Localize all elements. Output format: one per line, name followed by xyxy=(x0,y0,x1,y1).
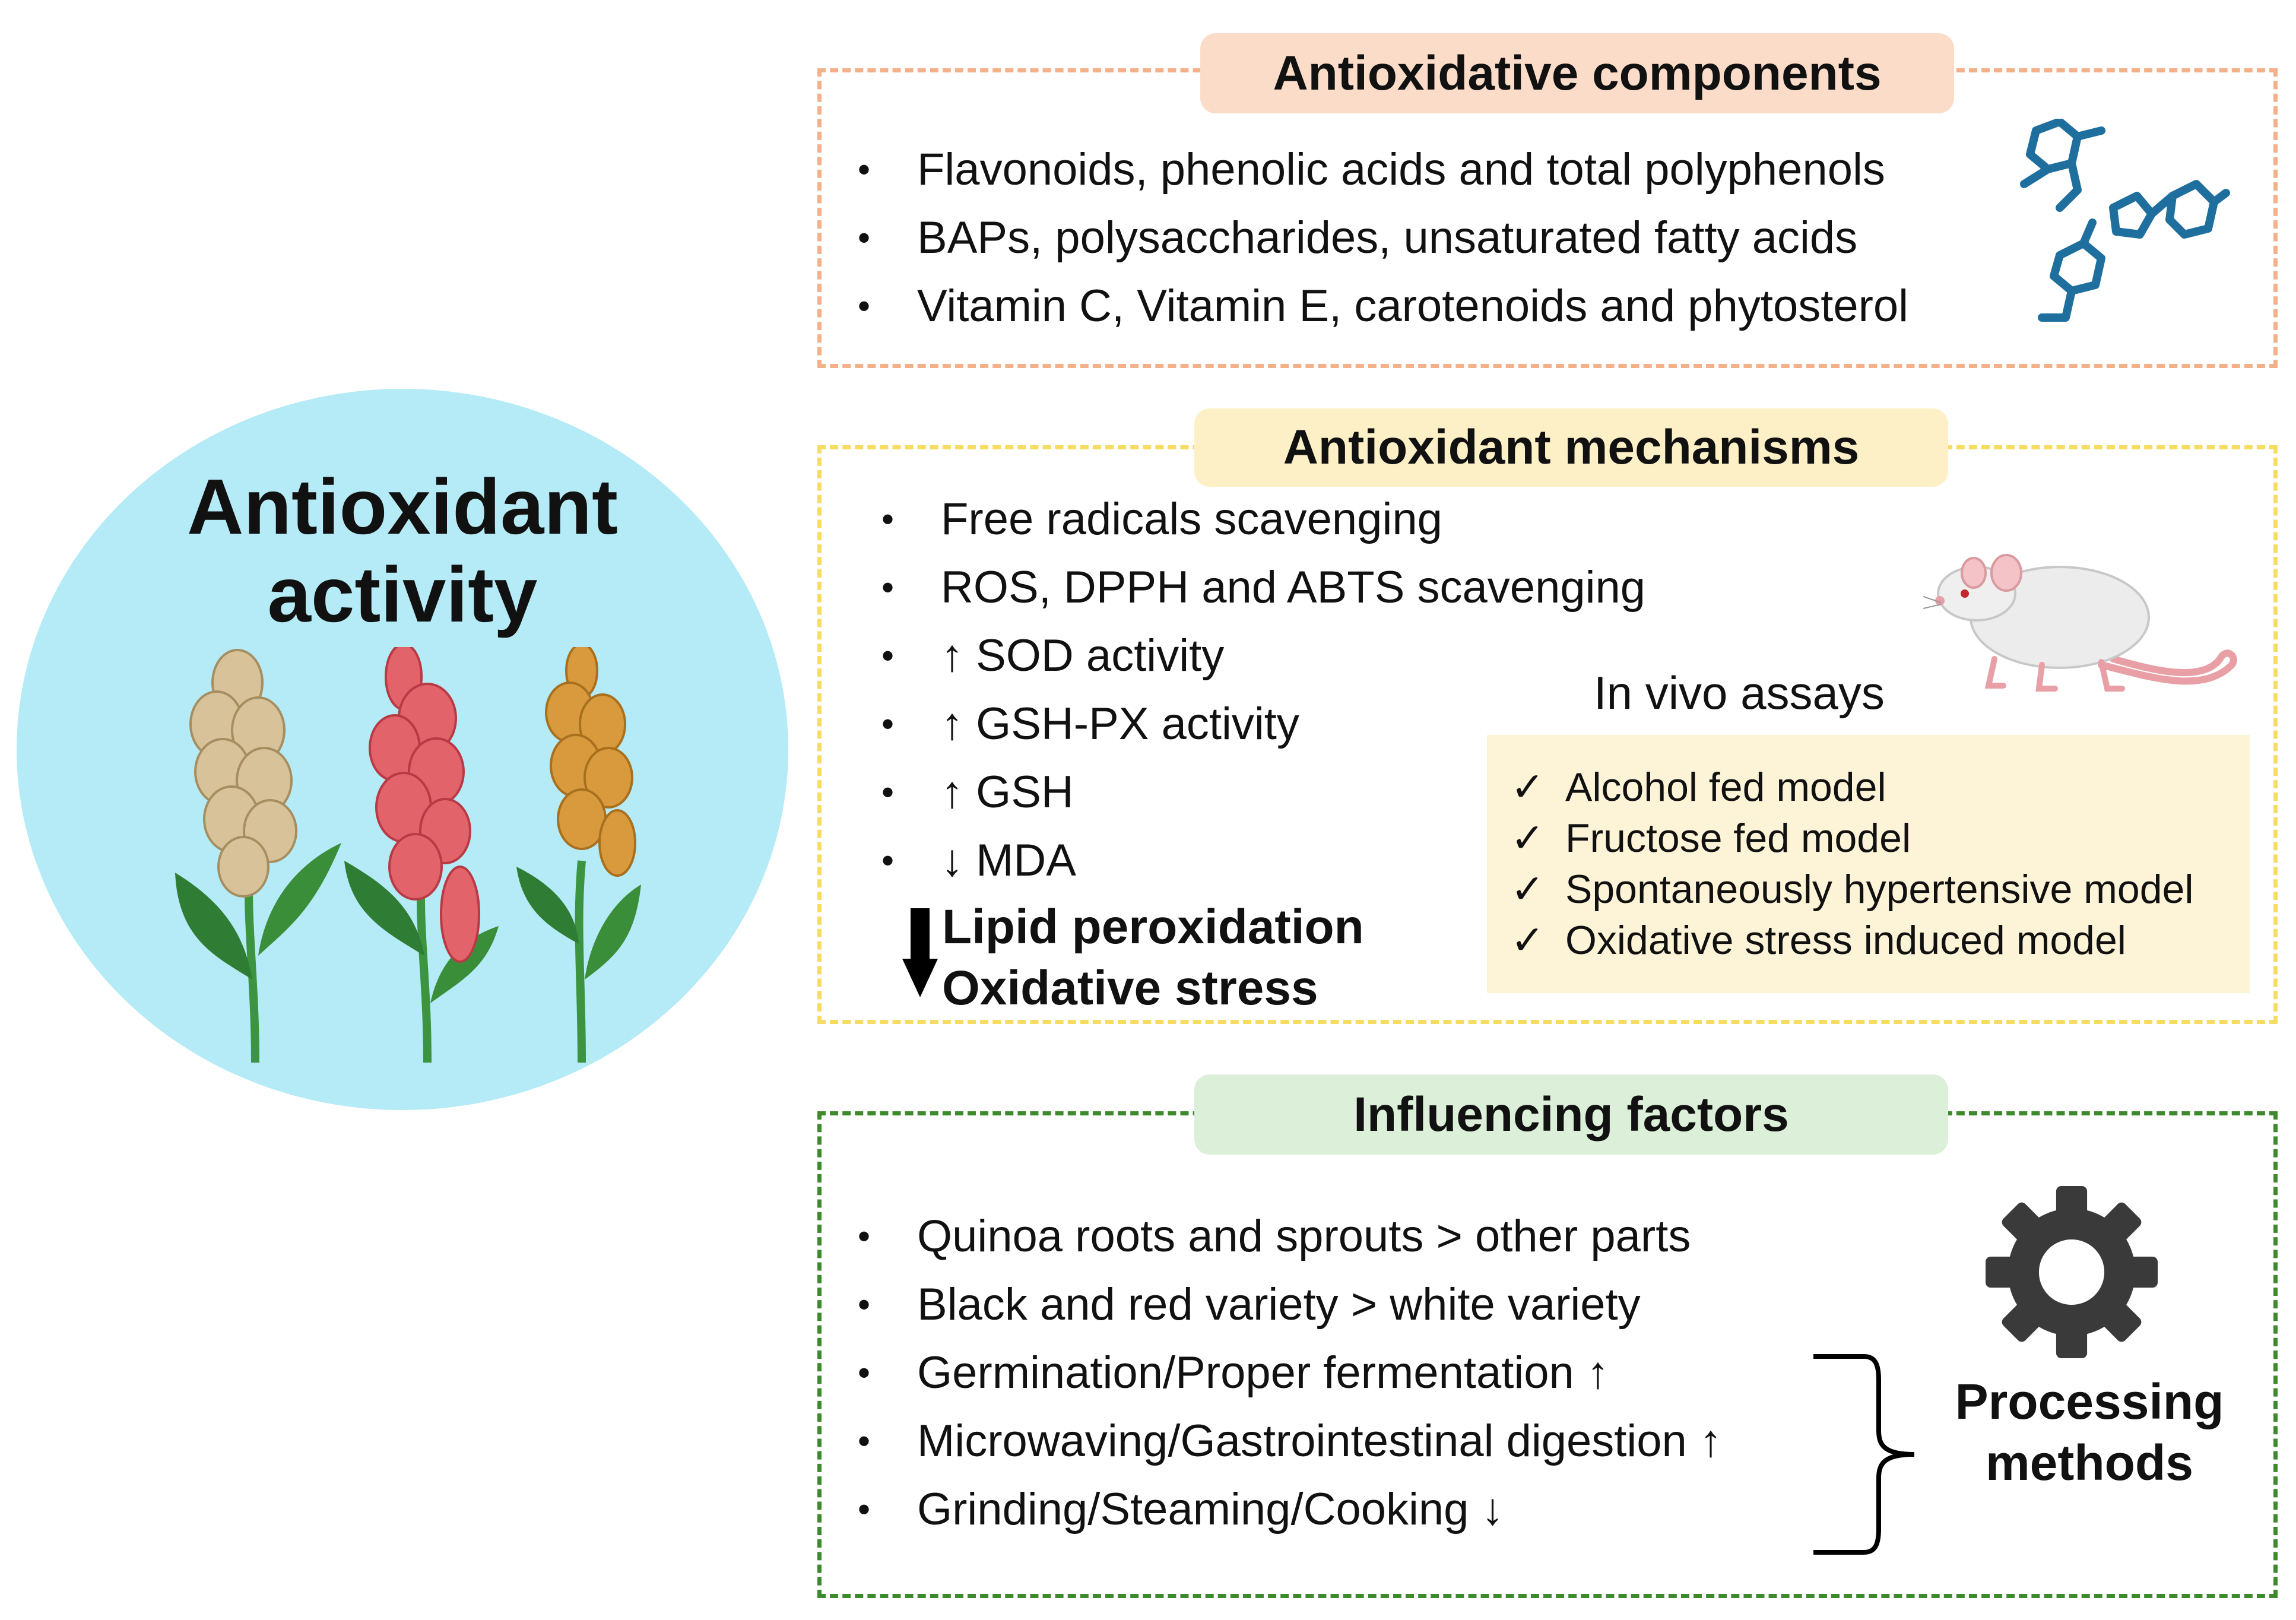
check-icon: ✓ xyxy=(1511,816,1545,861)
list-item: ↑ SOD activity xyxy=(881,622,1645,690)
components-list: Flavonoids, phenolic acids and total pol… xyxy=(858,135,1908,340)
down-arrow-icon xyxy=(902,908,938,997)
model-label: Spontaneously hypertensive model xyxy=(1565,867,2194,912)
red-quinoa-plant-icon xyxy=(344,647,499,1063)
list-item: ↓ MDA xyxy=(881,826,1645,895)
outcome-oxidative-stress: Oxidative stress xyxy=(942,961,1318,1015)
invivo-box xyxy=(1487,735,2250,993)
list-item: BAPs, polysaccharides, unsaturated fatty… xyxy=(858,204,1908,272)
list-item: ✓ Oxidative stress induced model xyxy=(1511,915,2193,966)
mechanisms-list: Free radicals scavenging ROS, DPPH and A… xyxy=(881,485,1645,895)
list-item: Microwaving/Gastrointestinal digestion ↑ xyxy=(858,1407,1722,1475)
gear-icon xyxy=(1986,1186,2158,1358)
yellow-quinoa-plant-icon xyxy=(516,647,641,1063)
list-item: Flavonoids, phenolic acids and total pol… xyxy=(858,135,1908,204)
invivo-models-list: ✓ Alcohol fed model ✓ Fructose fed model ✓… xyxy=(1511,762,2193,966)
processing-methods-label: Processing methods xyxy=(1935,1371,2244,1494)
processing-line1: Processing xyxy=(1955,1374,2224,1429)
check-icon: ✓ xyxy=(1511,867,1545,912)
invivo-title: In vivo assays xyxy=(1594,667,1885,719)
list-item: Black and red variety > white variety xyxy=(858,1270,1722,1339)
list-item: ROS, DPPH and ABTS scavenging xyxy=(881,553,1645,622)
model-label: Alcohol fed model xyxy=(1565,765,1886,810)
check-icon: ✓ xyxy=(1511,918,1545,963)
components-title: Antioxidative components xyxy=(1200,33,1954,113)
circle-title-line2: activity xyxy=(267,551,538,638)
circle-title-line1: Antioxidant xyxy=(187,463,618,550)
model-label: Oxidative stress induced model xyxy=(1565,918,2126,963)
mechanism-outcome: Lipid peroxidation Oxidative stress xyxy=(942,896,1364,1019)
list-item: Vitamin C, Vitamin E, carotenoids and ph… xyxy=(858,272,1908,340)
quinoa-plants-illustration xyxy=(175,647,641,1063)
list-item: ↑ GSH-PX activity xyxy=(881,690,1645,758)
list-item: Free radicals scavenging xyxy=(881,485,1645,553)
processing-line2: methods xyxy=(1985,1435,2194,1491)
list-item: ✓ Spontaneously hypertensive model xyxy=(1511,864,2193,915)
list-item: Quinoa roots and sprouts > other parts xyxy=(858,1202,1722,1270)
white-quinoa-plant-icon xyxy=(175,649,341,1063)
molecule-icon xyxy=(2020,119,2230,322)
circle-title: Antioxidant activity xyxy=(17,463,788,639)
model-label: Fructose fed model xyxy=(1565,816,1911,861)
right-brace-icon xyxy=(1813,1354,1915,1555)
list-item: Germination/Proper fermentation ↑ xyxy=(858,1339,1722,1407)
check-icon: ✓ xyxy=(1511,765,1545,810)
factors-title: Influencing factors xyxy=(1194,1074,1948,1155)
mouse-icon xyxy=(1923,554,2237,692)
mechanisms-title: Antioxidant mechanisms xyxy=(1194,408,1948,487)
list-item: ✓ Alcohol fed model xyxy=(1511,762,2193,813)
outcome-lipid-peroxidation: Lipid peroxidation xyxy=(942,900,1364,954)
factors-list: Quinoa roots and sprouts > other parts B… xyxy=(858,1202,1722,1543)
list-item: ✓ Fructose fed model xyxy=(1511,813,2193,864)
list-item: Grinding/Steaming/Cooking ↓ xyxy=(858,1475,1722,1543)
list-item: ↑ GSH xyxy=(881,758,1645,826)
